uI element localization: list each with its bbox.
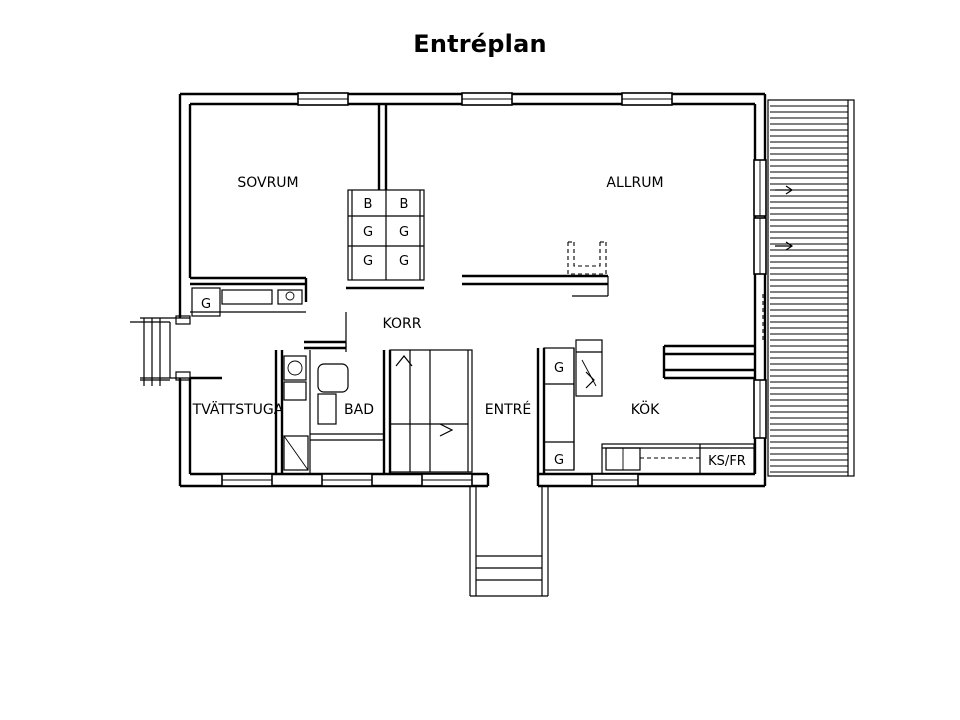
room-label-kok: KÖK	[631, 400, 660, 418]
closet-label-g-hall: G	[201, 297, 211, 312]
plan-title: Entréplan	[413, 30, 547, 58]
room-label-entre: ENTRÉ	[485, 401, 531, 418]
kitchen-fixtures: G G KS/FR	[543, 339, 755, 475]
side-entrance-steps	[130, 315, 191, 386]
room-label-allrum: ALLRUM	[606, 175, 663, 191]
windows	[221, 92, 767, 487]
closet-label-b-right: B	[400, 197, 409, 212]
bathroom-fixtures	[283, 355, 349, 471]
closet-label-g-left-1: G	[363, 225, 373, 240]
fireplace	[567, 241, 607, 275]
hall-closet: G	[191, 287, 303, 317]
closet-label-g-right-1: G	[399, 225, 409, 240]
closet-label-b-left: B	[364, 197, 373, 212]
front-entrance-steps	[469, 486, 549, 597]
room-label-tvattstuga: TVÄTTSTUGA	[192, 400, 284, 418]
kitchen-closet-label-g-bottom: G	[554, 453, 564, 468]
deck	[767, 99, 855, 477]
closet-bank: B B G G G G	[347, 189, 425, 281]
room-label-korr: KORR	[383, 316, 422, 332]
entrance-wardrobe	[389, 349, 473, 473]
closet-label-g-right-2: G	[399, 254, 409, 269]
fridge-freezer-label: KS/FR	[708, 454, 746, 469]
room-labels: SOVRUM ALLRUM KORR TVÄTTSTUGA BAD ENTRÉ …	[192, 175, 664, 418]
room-label-sovrum: SOVRUM	[237, 175, 298, 191]
kitchen-closet-label-g-top: G	[554, 361, 564, 376]
room-label-bad: BAD	[344, 402, 374, 418]
closet-label-g-left-2: G	[363, 254, 373, 269]
